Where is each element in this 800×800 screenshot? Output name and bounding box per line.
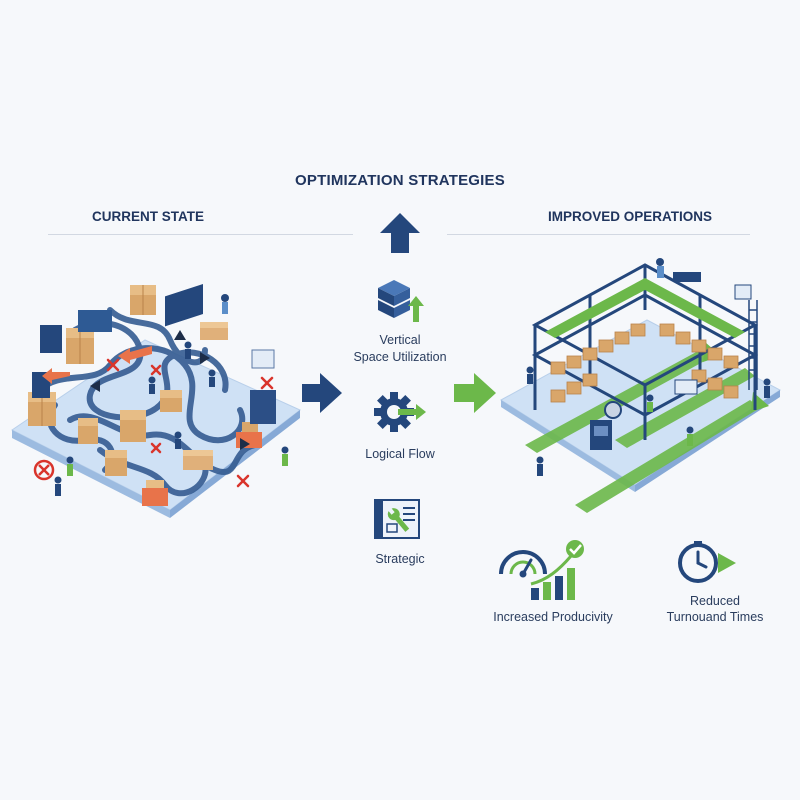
gear-arrow-icon [374, 392, 426, 432]
left-divider [48, 234, 353, 235]
blueprint-wrench-icon [374, 499, 420, 539]
gauge-growth-chart-icon [499, 540, 584, 600]
stacked-boxes-icon [378, 280, 424, 322]
navy-right-arrow-icon [302, 373, 342, 413]
green-right-arrow-icon [454, 373, 496, 413]
current-state-warehouse-illustration [11, 284, 301, 518]
current-state-title: CURRENT STATE [92, 209, 204, 224]
automation-units [590, 272, 752, 450]
storage-racks [531, 263, 759, 440]
strategy-vertical-label-line1: Vertical [379, 333, 421, 347]
flow-arrowheads [90, 330, 250, 450]
right-divider [447, 234, 750, 235]
up-arrow-icon [380, 213, 420, 253]
outcome-productivity-label: Increased Producivity [493, 610, 613, 624]
improved-operations-warehouse-illustration [500, 258, 781, 513]
strategy-strategic-label: Strategic [375, 552, 425, 566]
outcome-reduced-label-line1: Reduced [689, 594, 741, 608]
clock-arrow-icon [678, 541, 736, 583]
outcome-reduced-label-line2: Turnouand Times [666, 610, 764, 624]
strategy-logical-flow-label: Logical Flow [365, 447, 435, 461]
improved-operations-title: IMPROVED OPERATIONS [547, 209, 713, 224]
page-title: OPTIMIZATION STRATEGIES [295, 172, 505, 189]
workers [54, 294, 289, 496]
error-markers [33, 346, 274, 488]
shelving-units [32, 284, 276, 424]
box-stacks [28, 285, 262, 506]
workers [526, 258, 771, 476]
strategy-vertical-label-line2: Space Utilization [353, 350, 447, 364]
